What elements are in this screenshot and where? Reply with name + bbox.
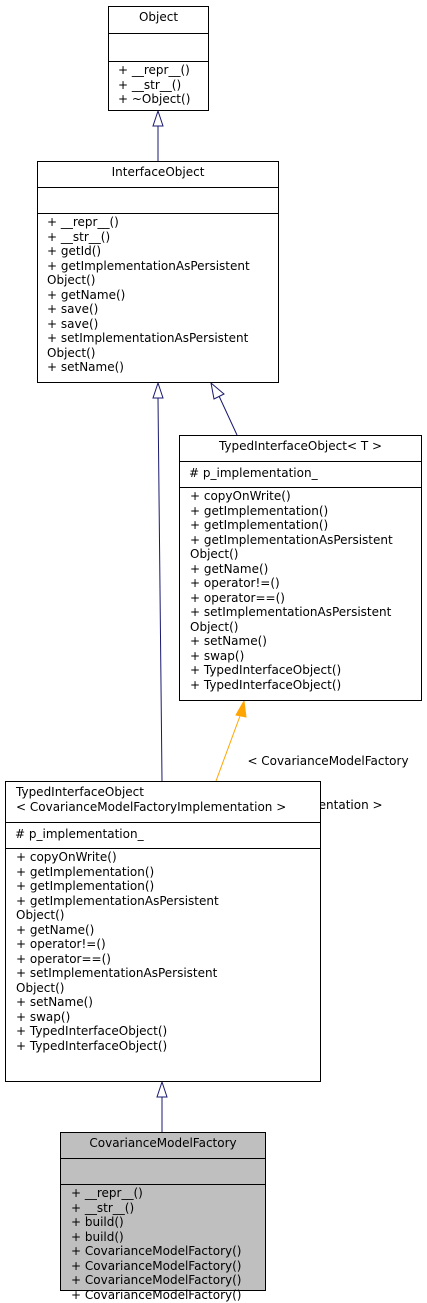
method-item: + getId() [47, 244, 102, 258]
method-item: + save() [47, 302, 99, 316]
method-item: + getImplementationAsPersistent [16, 893, 219, 908]
edge-interfaceobject-to-object [152, 109, 164, 161]
method-item: Object() [16, 980, 65, 995]
method-item: + getImplementation() [16, 864, 155, 879]
method-item: + getName() [47, 287, 126, 302]
class-node-object[interactable]: Object + __repr__() + __str__() + ~Objec… [108, 6, 209, 111]
method-item: + setName() [190, 634, 267, 648]
attributes-section: # p_implementation_ [6, 822, 320, 848]
method-item: + TypedInterfaceObject() [16, 1024, 168, 1038]
method-item: + CovarianceModelFactory() [71, 1273, 242, 1287]
method-item: + __str__() [71, 1200, 135, 1215]
attributes-section [38, 187, 278, 213]
class-title: InterfaceObject [38, 162, 278, 187]
edge-covariancemodelfactory-to-typed-cmf [156, 1080, 168, 1132]
method-item: Object() [190, 547, 239, 561]
methods-section: + __repr__() + __str__() + getId() + get… [38, 213, 278, 376]
class-title-line: TypedInterfaceObject [16, 785, 144, 799]
method-item: + getImplementation() [190, 518, 329, 532]
method-item: + save() [47, 316, 99, 331]
method-item: + __repr__() [71, 1186, 143, 1200]
method-item: + __str__() [118, 77, 182, 92]
method-item: + getImplementationAsPersistent [47, 258, 250, 273]
methods-section: + __repr__() + __str__() + build() + bui… [61, 1184, 265, 1303]
method-item: + setImplementationAsPersistent [190, 605, 392, 619]
method-item: + TypedInterfaceObject() [190, 663, 342, 677]
method-item: + getImplementation() [16, 879, 155, 893]
edge-template-instantiation [215, 699, 247, 782]
method-item: + getImplementation() [190, 503, 329, 518]
method-item: Object() [16, 908, 65, 922]
class-node-covariancemodelfactory[interactable]: CovarianceModelFactory + __repr__() + __… [60, 1132, 266, 1302]
method-item: + operator!=() [190, 576, 280, 590]
method-item: + ~Object() [118, 92, 191, 106]
method-item: + build() [71, 1229, 124, 1244]
method-item: + TypedInterfaceObject() [16, 1038, 168, 1053]
class-node-interfaceobject[interactable]: InterfaceObject + __repr__() + __str__()… [37, 161, 279, 383]
method-item: + copyOnWrite() [190, 489, 291, 503]
class-title: TypedInterfaceObject< T > [180, 436, 421, 461]
methods-section: + copyOnWrite() + getImplementation() + … [6, 848, 320, 1054]
method-item: + __repr__() [118, 63, 190, 77]
class-title-line: InterfaceObject [111, 165, 205, 179]
method-item: + getImplementationAsPersistent [190, 532, 393, 547]
method-item: + operator!=() [16, 937, 106, 951]
method-item: + setName() [47, 360, 124, 374]
method-item: + operator==() [16, 951, 111, 966]
class-title: Object [109, 7, 208, 33]
methods-section: + __repr__() + __str__() + ~Object() [109, 61, 208, 108]
edge-typed-t-to-interfaceobject [210, 381, 238, 436]
method-item: + swap() [190, 648, 245, 663]
method-item: + getName() [16, 922, 95, 937]
method-item: + copyOnWrite() [16, 850, 117, 864]
method-item: + setImplementationAsPersistent [16, 966, 218, 980]
method-item: + getName() [190, 561, 269, 576]
class-title-line: < CovarianceModelFactoryImplementation > [16, 799, 287, 814]
method-item: Object() [47, 345, 96, 360]
attribute-item: # p_implementation_ [15, 827, 144, 841]
method-item: + setImplementationAsPersistent [47, 331, 249, 345]
method-item: + TypedInterfaceObject() [190, 677, 342, 692]
method-item: + __str__() [47, 229, 111, 244]
class-title: CovarianceModelFactory [61, 1133, 265, 1158]
method-item: Object() [47, 273, 96, 287]
class-title: TypedInterfaceObject < CovarianceModelFa… [6, 782, 320, 822]
method-item: + CovarianceModelFactory() [71, 1258, 242, 1273]
method-item: + operator==() [190, 590, 285, 605]
method-item: + swap() [16, 1009, 71, 1024]
class-title-line: Object [138, 10, 179, 24]
method-item: + __repr__() [47, 215, 119, 229]
method-item: + setName() [16, 995, 93, 1009]
method-item: Object() [190, 619, 239, 634]
method-item: + CovarianceModelFactory() [71, 1244, 242, 1258]
class-title-line: TypedInterfaceObject< T > [218, 439, 383, 453]
method-item: + CovarianceModelFactory() [71, 1287, 242, 1302]
class-node-typedinterfaceobject-t[interactable]: TypedInterfaceObject< T > # p_implementa… [179, 435, 422, 701]
template-edge-label-line-1: < CovarianceModelFactory [247, 754, 409, 768]
attributes-section [61, 1158, 265, 1184]
class-node-typedinterfaceobject-cmfi[interactable]: TypedInterfaceObject < CovarianceModelFa… [5, 781, 321, 1082]
attributes-section [109, 33, 208, 61]
method-item: + build() [71, 1215, 124, 1229]
attributes-section: # p_implementation_ [180, 461, 421, 487]
class-title-line: CovarianceModelFactory [89, 1136, 237, 1150]
methods-section: + copyOnWrite() + getImplementation() + … [180, 487, 421, 693]
edge-typed-cmf-to-interfaceobject [152, 381, 164, 782]
attribute-item: # p_implementation_ [189, 466, 318, 480]
